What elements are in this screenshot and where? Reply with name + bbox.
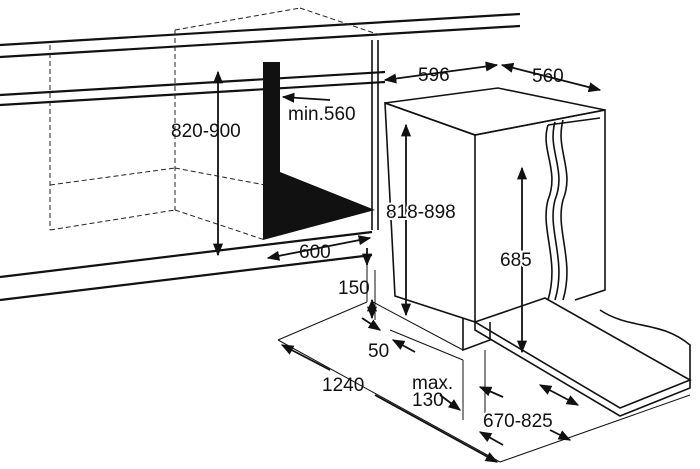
floor-lines [277,260,691,463]
appliance-height-label: 818-898 [386,202,456,223]
door-height-label: 685 [500,250,532,271]
dishwasher-body [384,87,606,324]
door-depth-label: 670-825 [483,411,553,432]
max-value-label: 130 [412,390,444,411]
niche-height-label: 820-900 [171,121,241,142]
countertop [0,12,521,107]
min-depth-label: min.560 [288,104,356,125]
cabinet-outline [49,7,381,241]
total-depth-label: 1240 [322,375,364,396]
niche-wall [371,40,379,230]
plinth-depth-label: 50 [368,341,389,362]
plinth-height-label: 150 [338,278,370,299]
appliance-depth-label: 560 [532,66,564,87]
appliance-width-label: 596 [418,65,450,86]
dimension-arrows [212,61,602,463]
niche-side-panel [263,62,375,240]
max-label: max. [412,373,453,394]
niche-width-label: 600 [299,242,331,263]
dishwasher-door [462,297,692,417]
